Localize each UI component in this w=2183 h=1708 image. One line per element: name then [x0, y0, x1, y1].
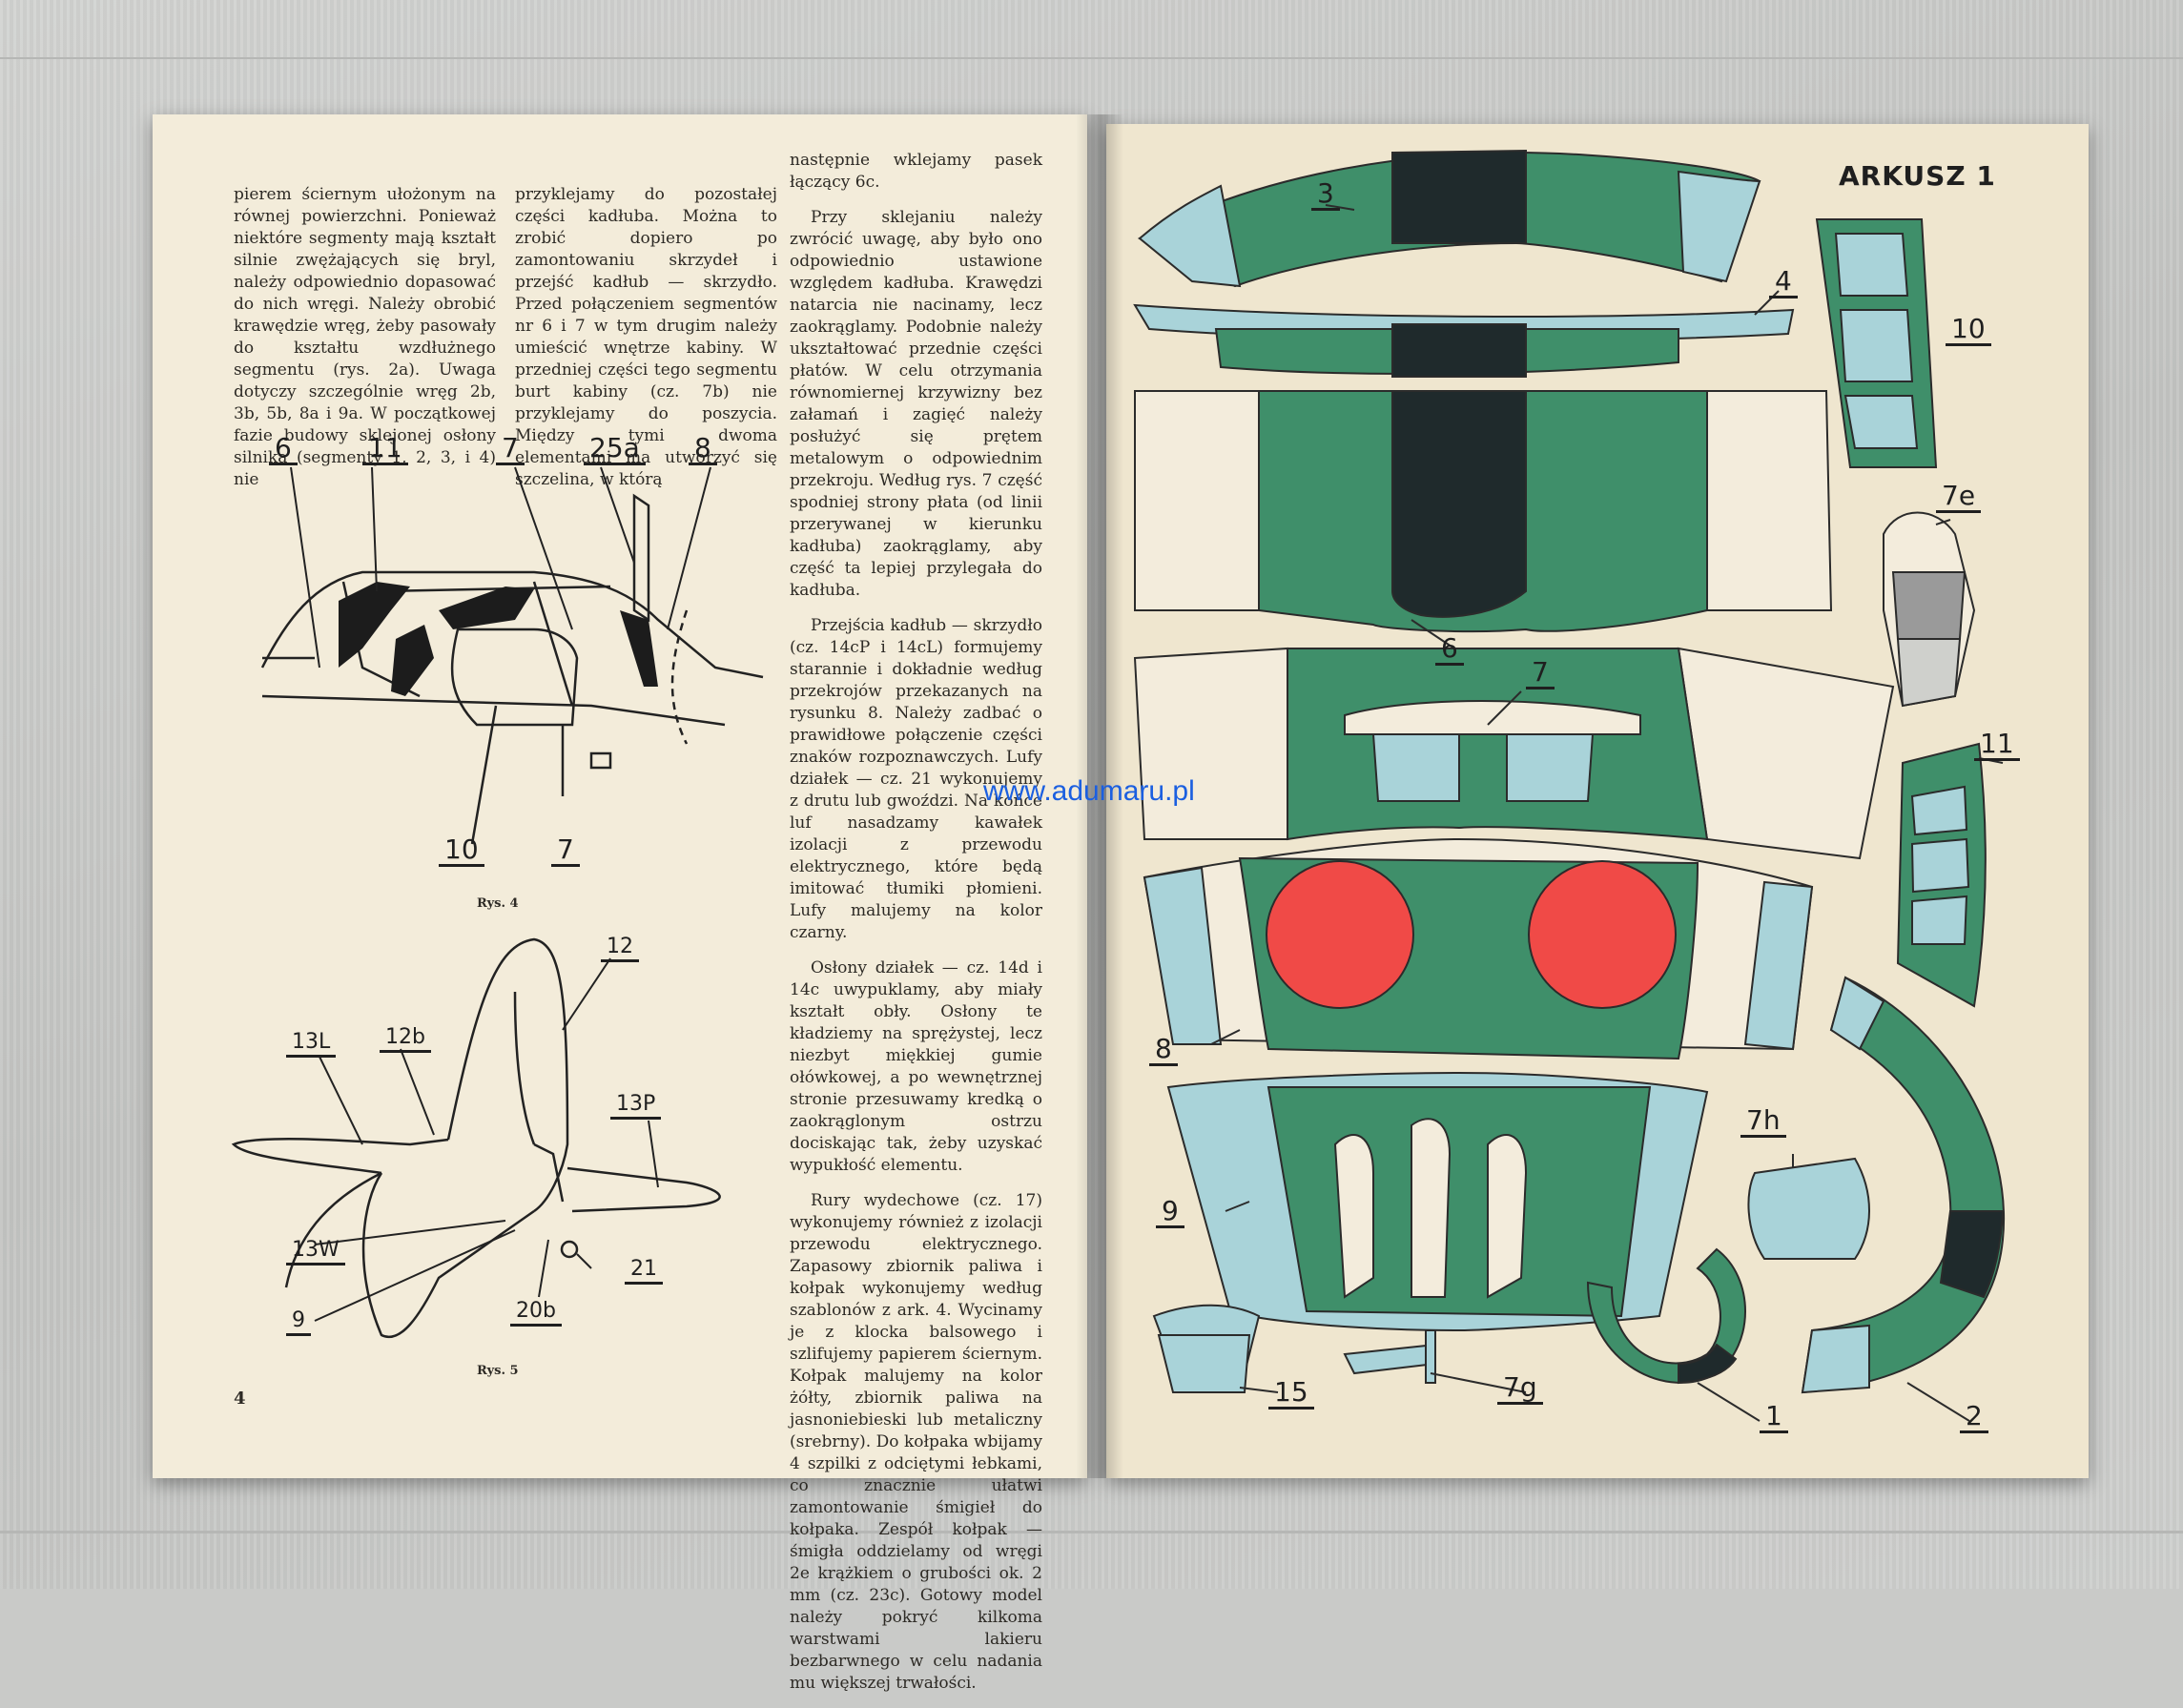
figure-5-caption: Rys. 5 — [477, 1364, 519, 1378]
fig4-label-10: 10 — [439, 835, 484, 867]
text-column-2: przyklejamy do pozostałej części kadłuba… — [515, 184, 777, 504]
paragraph: przyklejamy do pozostałej części kadłuba… — [515, 185, 777, 489]
part-label-7g: 7g — [1497, 1373, 1543, 1405]
part-label-1: 1 — [1760, 1402, 1788, 1433]
part-label-9: 9 — [1156, 1197, 1184, 1228]
text-column-1: pierem ściernym ułożonym na równej powie… — [234, 184, 496, 504]
figure-4-caption: Rys. 4 — [477, 896, 519, 911]
fig5-label-20b: 20b — [510, 1299, 562, 1327]
part-label-7: 7 — [1526, 658, 1555, 689]
part-label-10: 10 — [1946, 315, 1991, 346]
fig4-label-6: 6 — [269, 434, 298, 465]
text-column-3: następnie wklejamy pasek łączący 6c. Prz… — [790, 150, 1042, 1708]
part-label-3: 3 — [1311, 179, 1340, 211]
fig4-label-7: 7 — [496, 434, 525, 465]
part-label-7e: 7e — [1936, 482, 1982, 513]
sheet-title: ARKUSZ 1 — [1839, 160, 1996, 192]
paragraph: pierem ściernym ułożonym na równej powie… — [234, 185, 496, 489]
fig5-label-21: 21 — [625, 1257, 663, 1285]
fig4-label-7-bottom: 7 — [551, 835, 580, 867]
fig4-label-8: 8 — [689, 434, 717, 465]
figure-5-tail-drawing — [231, 937, 721, 1339]
paragraph: Osłony działek — cz. 14d i 14c uwypuklam… — [790, 958, 1042, 1175]
fig5-label-13W: 13W — [286, 1238, 345, 1266]
part-label-7h: 7h — [1740, 1106, 1786, 1138]
tile-seam — [0, 1531, 2183, 1533]
paragraph: Przejścia kadłub — skrzydło (cz. 14cP i … — [790, 616, 1042, 942]
fig4-label-25a: 25a — [584, 434, 646, 465]
part-label-8: 8 — [1149, 1035, 1178, 1066]
part-label-15: 15 — [1268, 1378, 1314, 1410]
part-label-6: 6 — [1435, 634, 1464, 666]
left-page — [153, 114, 1087, 1478]
part-label-2: 2 — [1960, 1402, 1988, 1433]
fig5-label-13P: 13P — [610, 1092, 662, 1120]
paper-model-parts-sheet: .g{fill:#3f8f6a;stroke:#2b2b2b;stroke-wi… — [1133, 149, 2005, 1422]
paragraph: Przy sklejaniu należy zwrócić uwagę, aby… — [790, 208, 1042, 600]
figure-4-cockpit-drawing — [260, 466, 764, 845]
fig5-label-12: 12 — [601, 935, 639, 962]
fig5-label-12b: 12b — [380, 1025, 431, 1053]
part-label-11: 11 — [1974, 730, 2020, 761]
fig4-label-11: 11 — [362, 434, 408, 465]
part-label-4: 4 — [1769, 267, 1798, 298]
watermark-text: www.adumaru.pl — [983, 775, 1195, 807]
tile-seam — [0, 57, 2183, 59]
book-binding — [1076, 114, 1123, 1478]
fig5-label-13L: 13L — [286, 1030, 337, 1058]
page-number: 4 — [234, 1389, 246, 1409]
paragraph: następnie wklejamy pasek łączący 6c. — [790, 151, 1042, 192]
fig5-label-9: 9 — [286, 1308, 311, 1336]
